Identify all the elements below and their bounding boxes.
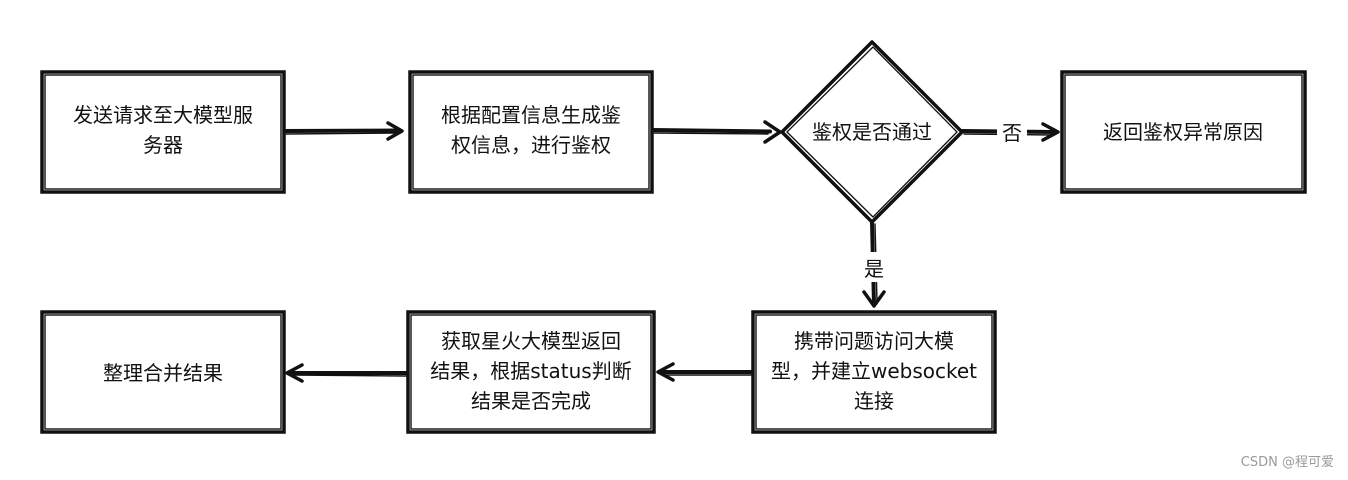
node-get-result: 获取星火大模型返回 结果，根据status判断 结果是否完成 — [406, 310, 656, 434]
node-get-result-line-2: 结果，根据status判断 — [430, 359, 631, 383]
node-connect-ws-line-3: 连接 — [854, 389, 894, 413]
node-connect-ws: 携带问题访问大模 型，并建立websocket 连接 — [751, 310, 997, 434]
edge-result-to-merge — [285, 363, 410, 383]
node-auth-check: 鉴权是否通过 — [780, 40, 964, 224]
node-connect-ws-line-1: 携带问题访问大模 — [794, 329, 954, 353]
node-auth-fail: 返回鉴权异常原因 — [1060, 70, 1307, 194]
node-get-result-line-3: 结果是否完成 — [471, 389, 591, 413]
edge-label-yes: 是 — [864, 257, 884, 281]
edge-auth-to-decision — [650, 120, 782, 144]
node-auth-check-line-1: 鉴权是否通过 — [812, 120, 932, 144]
node-merge-result: 整理合并结果 — [40, 310, 286, 434]
edge-connect-to-result — [656, 362, 755, 382]
edge-decision-no: 否 — [960, 118, 1060, 146]
edge-send-to-auth — [282, 121, 404, 141]
edge-decision-yes: 是 — [857, 220, 891, 308]
node-send-request-line-2: 务器 — [143, 133, 183, 157]
node-auth-fail-line-1: 返回鉴权异常原因 — [1103, 120, 1263, 144]
node-connect-ws-line-2: 型，并建立websocket — [771, 359, 977, 383]
watermark: CSDN @程可爱 — [1240, 455, 1334, 470]
node-merge-result-line-1: 整理合并结果 — [103, 361, 223, 385]
node-send-request-line-1: 发送请求至大模型服 — [73, 103, 253, 127]
edge-label-no: 否 — [1002, 121, 1022, 145]
node-generate-auth: 根据配置信息生成鉴 权信息，进行鉴权 — [408, 70, 654, 194]
node-send-request: 发送请求至大模型服 务器 — [40, 70, 286, 194]
node-generate-auth-line-2: 权信息，进行鉴权 — [451, 133, 611, 157]
node-get-result-line-1: 获取星火大模型返回 — [441, 329, 621, 353]
node-generate-auth-line-1: 根据配置信息生成鉴 — [441, 103, 621, 127]
